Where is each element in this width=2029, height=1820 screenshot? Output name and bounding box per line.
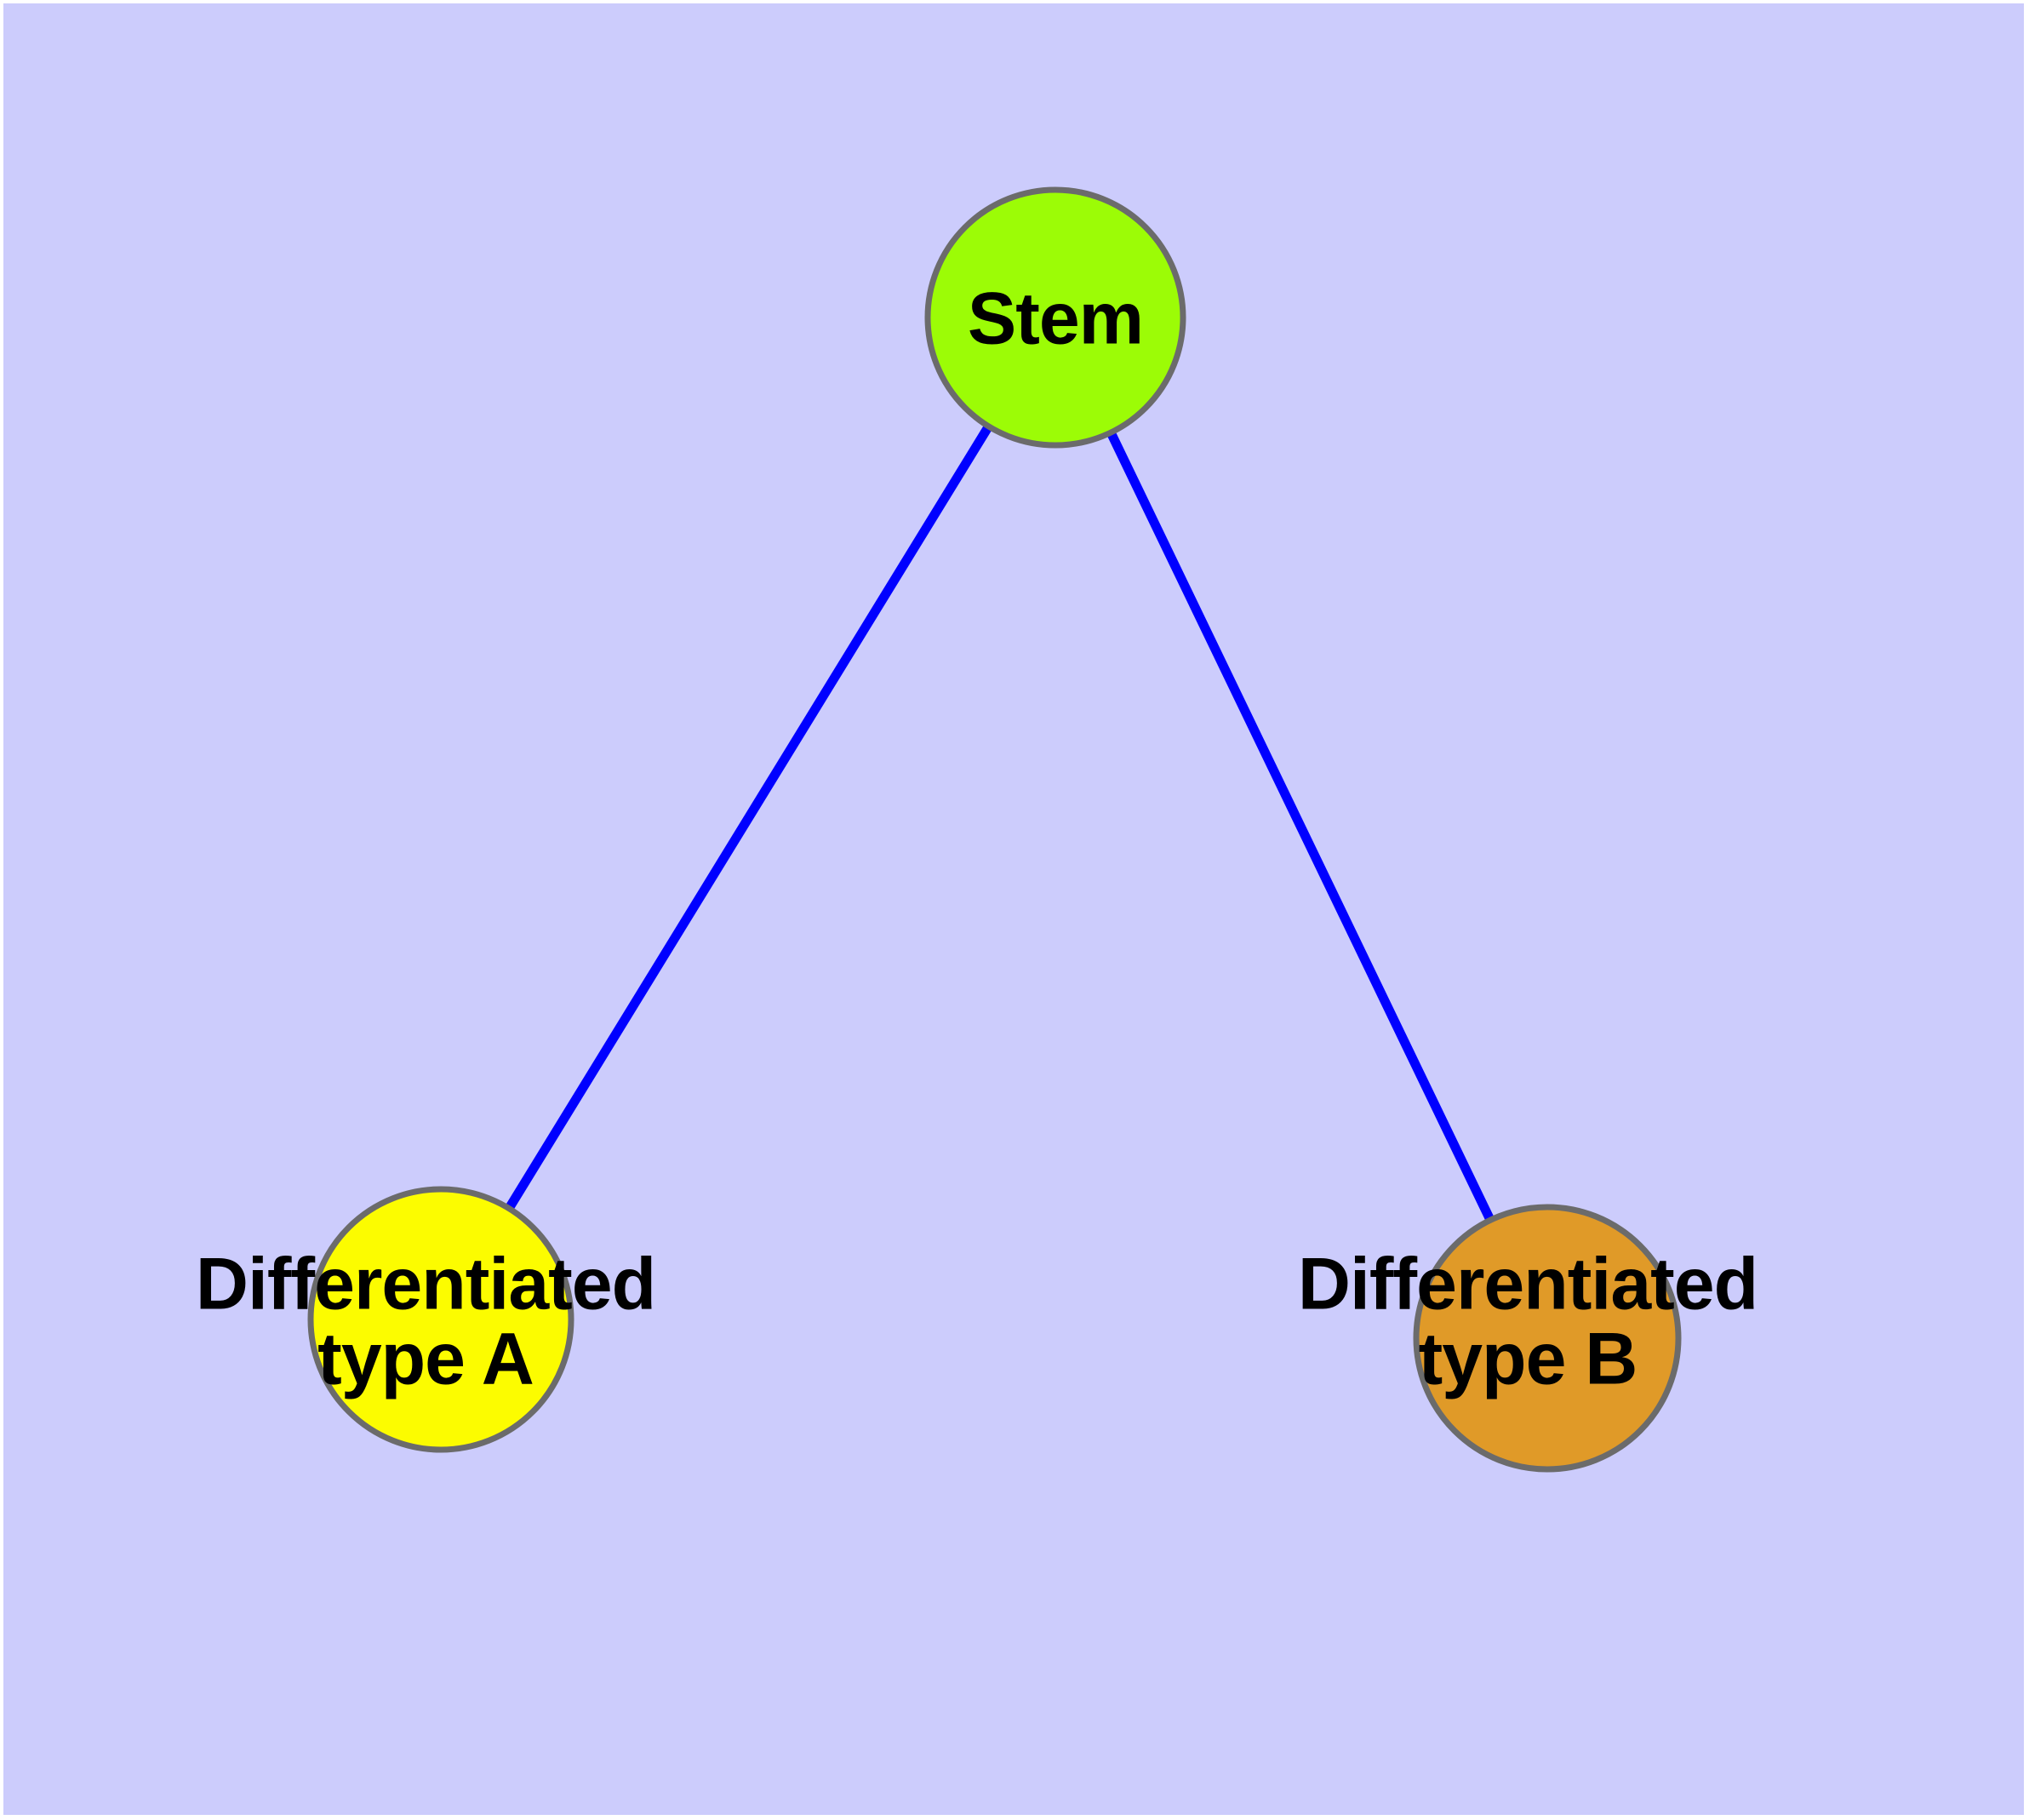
node-label-type-a-line1: Differentiated: [195, 1243, 656, 1325]
edge-stem-to-diff-a: [437, 315, 1060, 1322]
edge-stem-to-diff-b: [1051, 315, 1552, 1341]
node-label-type-b-line1: Differentiated: [1297, 1243, 1758, 1325]
node-differentiated-type-b[interactable]: [1413, 1204, 1682, 1473]
nodes-layer: [307, 186, 1682, 1473]
node-stem[interactable]: [924, 186, 1186, 449]
node-label-differentiated-type-b: Differentiated type B: [1298, 1247, 1758, 1396]
node-label-stem-line1: Stem: [967, 278, 1144, 360]
node-differentiated-type-a[interactable]: [307, 1186, 574, 1453]
edges-layer: [437, 315, 1552, 1341]
node-label-differentiated-type-a: Differentiated type A: [195, 1243, 656, 1399]
node-label-type-b-line2: type B: [1418, 1318, 1638, 1399]
node-label-stem: Stem: [967, 278, 1144, 360]
node-label-type-a-line2: type A: [317, 1318, 534, 1399]
